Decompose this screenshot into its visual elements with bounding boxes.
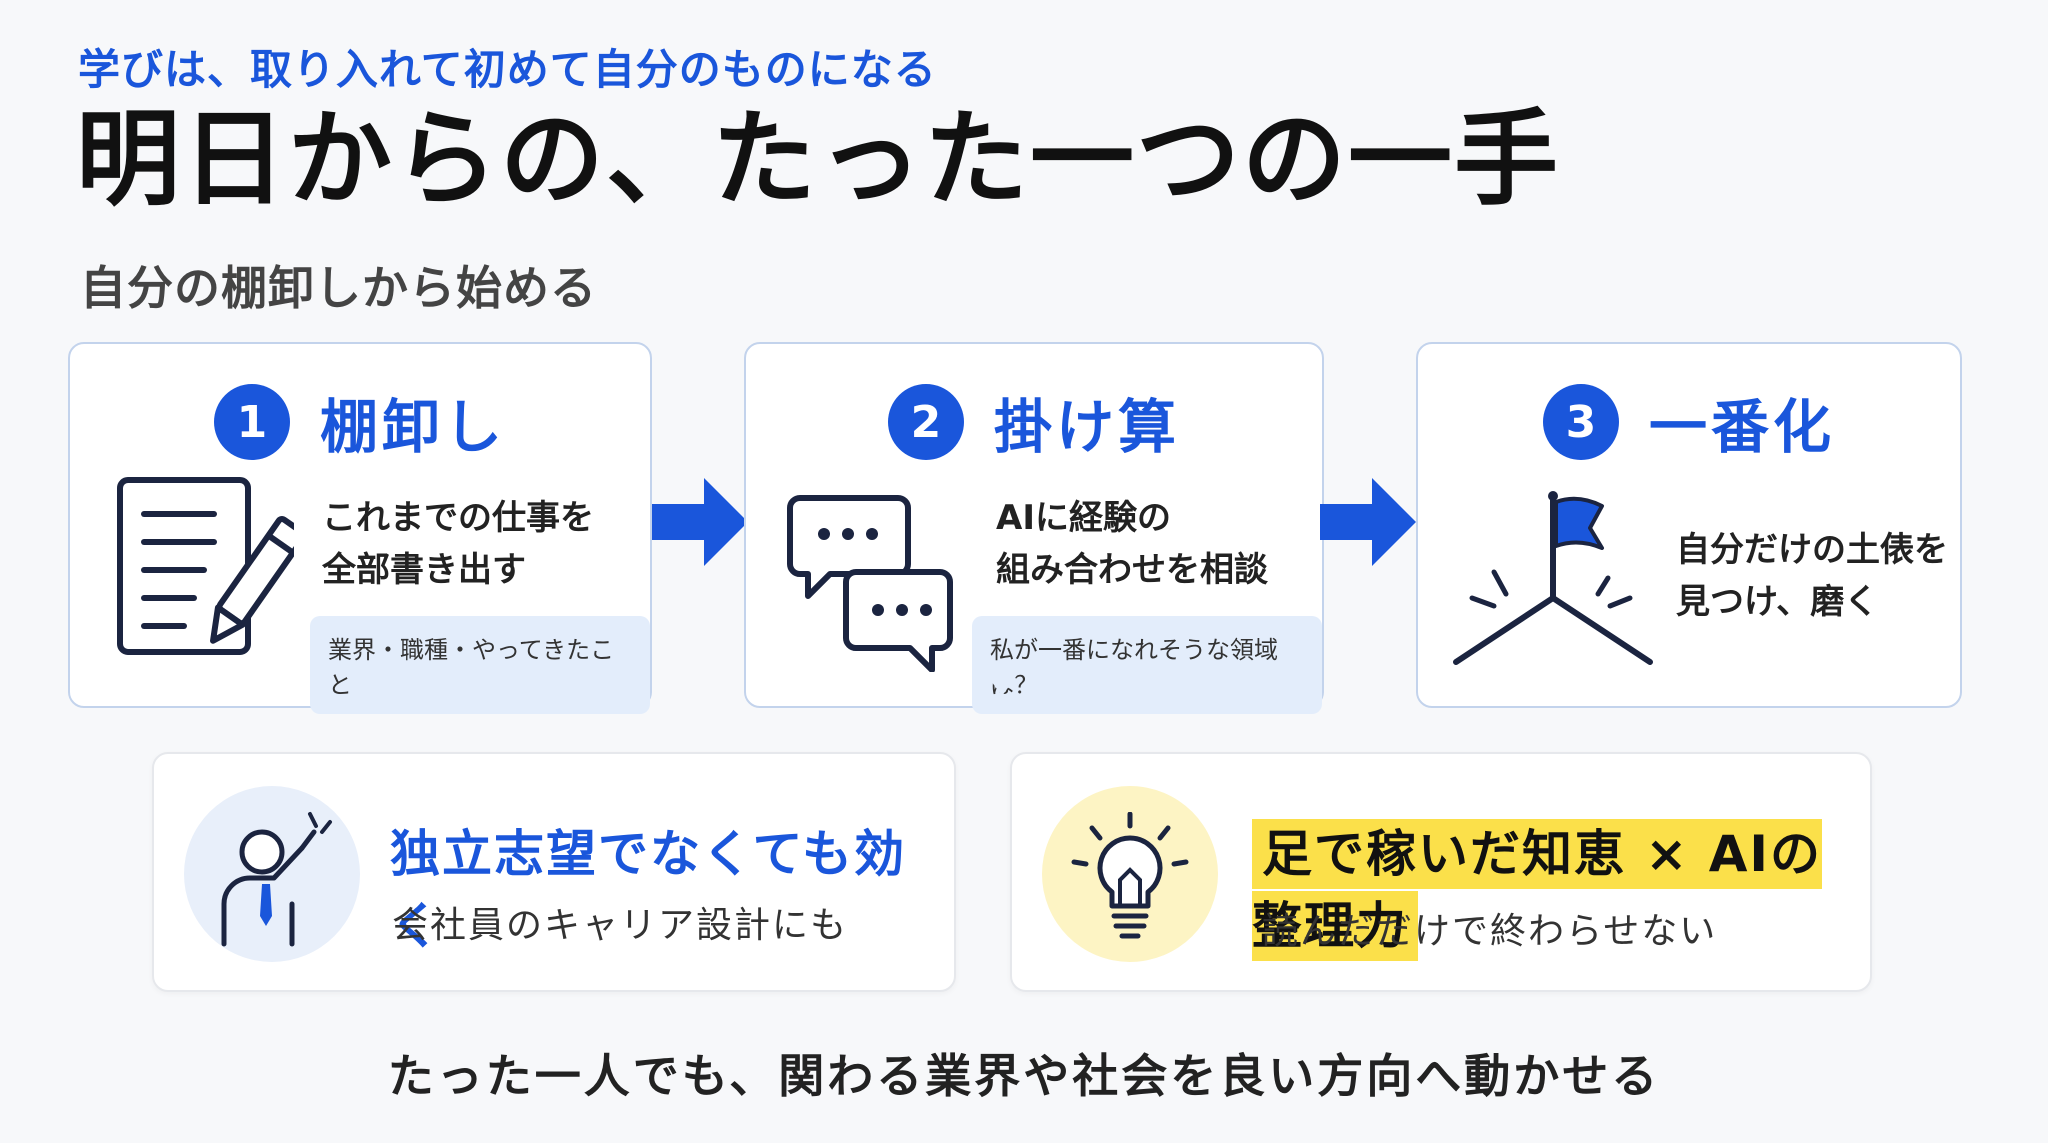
- benefit-card-1-title: 独立志望でなくても効く: [390, 825, 906, 955]
- document-pen-icon: [117, 477, 294, 655]
- step-card-1: 1 棚卸し これまでの仕事を 全部書き出す 業界・職種・やってきたこと: [68, 342, 652, 714]
- benefit-card-1: 独立志望でなくても効く 会社員のキャリア設計にも: [152, 752, 956, 992]
- raised-hand-person-icon: [221, 812, 332, 947]
- step-text-1: これまでの仕事を 全部書き出す: [322, 492, 594, 596]
- step-title-2: 掛け算: [993, 393, 1180, 461]
- lightbulb-icon: [1071, 812, 1189, 939]
- footer-message: たった一人でも、関わる業界や社会を良い方向へ動かせる: [387, 1049, 1661, 1103]
- step-2-line2: 組み合わせを相談: [996, 550, 1268, 590]
- step-title-3: 一番化: [1648, 393, 1835, 461]
- step-number-1: 1: [213, 384, 290, 460]
- step-text-3: 自分だけの土俵を 見つけ、磨く: [1676, 524, 1948, 628]
- benefit-card-2-title: 足で稼いだ知恵 × AIの整理力: [1252, 814, 1870, 961]
- step-number-3: 3: [1542, 384, 1619, 460]
- step-1-line1: これまでの仕事を: [322, 498, 594, 538]
- step-1-tag: 業界・職種・やってきたこと: [310, 616, 650, 714]
- step-card-2: 2 掛け算 AIに経験の 組み合わせを相談 私が一番になれそうな領域は？: [744, 342, 1324, 714]
- step-1-line2: 全部書き出す: [322, 550, 526, 590]
- step-number-2: 2: [887, 384, 964, 460]
- page-subtitle: 自分の棚卸しから始める: [80, 261, 597, 315]
- step-text-2: AIに経験の 組み合わせを相談: [996, 492, 1268, 596]
- eyebrow-text: 学びは、取り入れて初めて自分のものになる: [78, 45, 937, 94]
- step-title-1: 棚卸し: [319, 393, 506, 461]
- page-title: 明日からの、たった一つの一手: [76, 98, 1561, 220]
- step-card-3: 3 一番化 自分だけの土俵を 見つけ、磨く: [1416, 342, 1962, 708]
- step-2-tag: 私が一番になれそうな領域は？: [972, 616, 1322, 714]
- person-icon-circle: [184, 786, 360, 962]
- benefit-card-2: 足で稼いだ知恵 × AIの整理力 読んだだけで終わらせない: [1010, 752, 1872, 992]
- chat-bubbles-icon: [787, 495, 953, 672]
- flag-summit-icon: [1453, 491, 1653, 665]
- step-3-line1: 自分だけの土俵を: [1676, 530, 1948, 570]
- arrow-right-icon: [1320, 478, 1416, 566]
- tag-bubble-tail: [986, 674, 1018, 696]
- step-2-line1: AIに経験の: [996, 498, 1171, 538]
- step-3-line2: 見つけ、磨く: [1676, 582, 1879, 622]
- arrow-right-icon: [652, 478, 748, 566]
- benefit-card-1-subtitle: 会社員のキャリア設計にも: [392, 905, 849, 946]
- benefit-card-2-subtitle: 読んだだけで終わらせない: [1262, 911, 1718, 952]
